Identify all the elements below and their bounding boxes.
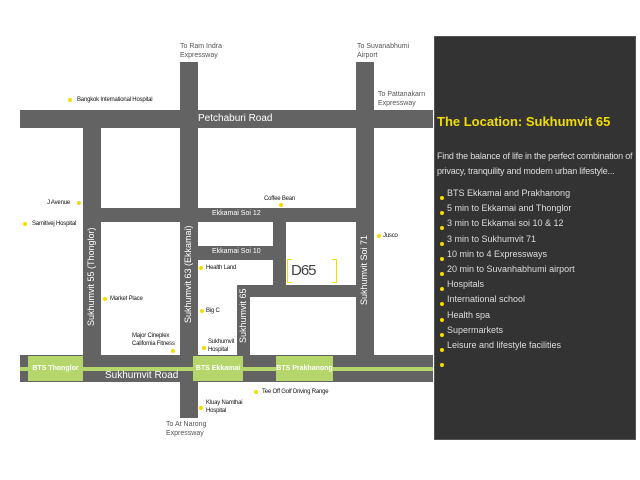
- poi-dot: [23, 222, 27, 226]
- road-soi63: [180, 62, 198, 418]
- poi-dot: [200, 309, 204, 313]
- bullet-dot-icon: [440, 241, 444, 246]
- bullet-dot-icon: [440, 348, 444, 352]
- poi-bigc[interactable]: Big C: [206, 308, 220, 314]
- poi-jusco[interactable]: Jusco: [383, 233, 398, 239]
- poi-market[interactable]: Market Place: [110, 296, 143, 302]
- label-soi63: Sukhumvit 63 (Ekkamai): [183, 225, 193, 323]
- logo-text: D65: [291, 262, 317, 279]
- bullet-item: 20 min to Suvanhabhumi airport: [447, 264, 575, 274]
- poi-dot: [77, 201, 81, 205]
- label-soi65: Sukhumvit 65: [238, 288, 248, 343]
- poi-dot: [103, 297, 107, 301]
- bullet-dot-icon: [440, 287, 444, 292]
- label-petchaburi: Petchaburi Road: [198, 113, 273, 124]
- bullet-item: Hospitals: [447, 279, 485, 290]
- road-soi71: [356, 62, 374, 358]
- bullet-item: 10 min to 4 Expressways: [447, 248, 548, 259]
- bullet-dot-icon: [440, 272, 444, 276]
- road-soi55: [83, 128, 101, 358]
- poi-teeoff[interactable]: Tee Off Golf Driving Range: [262, 389, 329, 395]
- poi-dot: [377, 234, 381, 238]
- road-ekkamai10: [198, 246, 274, 260]
- bullet-item: International school: [447, 294, 526, 305]
- road-ekkamai12: [101, 208, 356, 222]
- poi-dot: [199, 266, 203, 270]
- bullet-item: BTS Ekkamai and Prakhanong: [447, 188, 571, 198]
- panel-title: The Location: Sukhumvit 65: [437, 114, 611, 129]
- poi-coffee[interactable]: Coffee Bean: [264, 196, 296, 202]
- d65-logo: D65: [287, 259, 337, 283]
- poi-dot: [202, 346, 206, 350]
- bullet-dot-icon: [440, 363, 444, 368]
- road-petchaburi: [20, 110, 433, 128]
- poi-javenue[interactable]: J Avenue: [47, 200, 70, 206]
- bullet-dot-icon: [440, 317, 444, 322]
- bullet-item: 3 min to Sukhumvit 71: [447, 233, 537, 244]
- bts-prakhanong[interactable]: BTS Prakhanong: [276, 356, 333, 381]
- bullet-dot-icon: [440, 226, 444, 231]
- bts-thonglor[interactable]: BTS Thonglor: [28, 356, 83, 381]
- label-ekkamai10: Ekkamai Soi 10: [212, 248, 261, 255]
- label-soi55: Sukhumvit 55 (Thonglor): [86, 227, 96, 326]
- label-ekkamai12: Ekkamai Soi 12: [212, 210, 261, 217]
- label-soi71: Sukhumvit Soi 71: [359, 234, 369, 305]
- bullet-item: Leisure and lifestyle facilities: [447, 340, 562, 350]
- logo-corner: [288, 259, 292, 283]
- bullet-item: 5 min to Ekkamai and Thonglor: [447, 203, 572, 214]
- panel-intro: Find the balance of life in the perfect …: [437, 151, 633, 176]
- poi-samitivej[interactable]: Samitivej Hospital: [32, 221, 77, 227]
- bullet-dot-icon: [440, 211, 444, 216]
- road-soi65: [237, 285, 250, 357]
- poi-dot: [68, 98, 72, 102]
- bts-ekkamai[interactable]: BTS Ekkamai: [193, 356, 243, 381]
- road-junction: [237, 285, 356, 297]
- poi-dot: [279, 203, 283, 207]
- poi-dot: [254, 390, 258, 394]
- poi-dot: [199, 406, 203, 410]
- road-connector: [273, 222, 286, 297]
- poi-dot: [171, 349, 175, 353]
- bullet-item: 3 min to Ekkamai soi 10 & 12: [447, 218, 564, 229]
- label-sukhumvit: Sukhumvit Road: [105, 370, 179, 381]
- bullet-item: Health spa: [447, 309, 491, 320]
- bullet-dot-icon: [440, 332, 444, 337]
- logo-corner: [332, 259, 336, 283]
- poi-healthland[interactable]: Health Land: [206, 265, 237, 271]
- bullet-item: Supermarkets: [447, 324, 504, 335]
- location-panel: The Location: Sukhumvit 65 Find the bala…: [434, 36, 636, 440]
- bullet-dot-icon: [440, 256, 444, 261]
- bullet-dot-icon: [440, 302, 444, 307]
- poi-bih[interactable]: Bangkok International Hospital: [77, 97, 153, 103]
- bullet-dot-icon: [440, 196, 444, 200]
